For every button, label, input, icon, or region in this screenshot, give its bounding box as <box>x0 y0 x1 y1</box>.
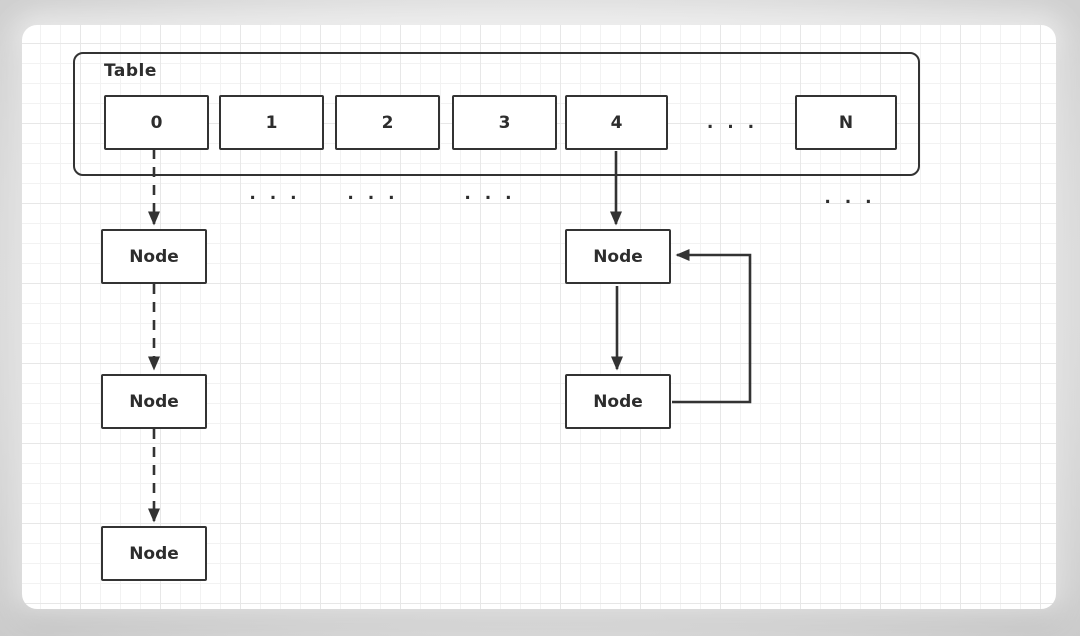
table-cell-n: N <box>795 95 897 150</box>
right-chain-node-1: Node <box>565 229 671 284</box>
whiteboard-card: Table 0 1 2 3 4 . . . N . . . . . . . . … <box>22 25 1056 609</box>
left-chain-node-1: Node <box>101 229 207 284</box>
left-chain-node-3: Node <box>101 526 207 581</box>
table-cell-2: 2 <box>335 95 440 150</box>
bucket-ellipsis-4: . . . <box>824 188 876 208</box>
loop-back-arrow <box>672 249 752 404</box>
table-title-label: Table <box>104 61 157 81</box>
bucket-ellipsis-3: . . . <box>464 184 516 204</box>
hash-table-container: Table 0 1 2 3 4 . . . N <box>73 52 920 176</box>
bucket-ellipsis-1: . . . <box>249 184 301 204</box>
bucket-ellipsis-2: . . . <box>347 184 399 204</box>
table-cell-0: 0 <box>104 95 209 150</box>
table-gap-ellipsis: . . . <box>706 112 759 133</box>
table-cell-4: 4 <box>565 95 668 150</box>
right-chain-node-2: Node <box>565 374 671 429</box>
left-chain-node-2: Node <box>101 374 207 429</box>
table-cell-1: 1 <box>219 95 324 150</box>
table-cell-3: 3 <box>452 95 557 150</box>
